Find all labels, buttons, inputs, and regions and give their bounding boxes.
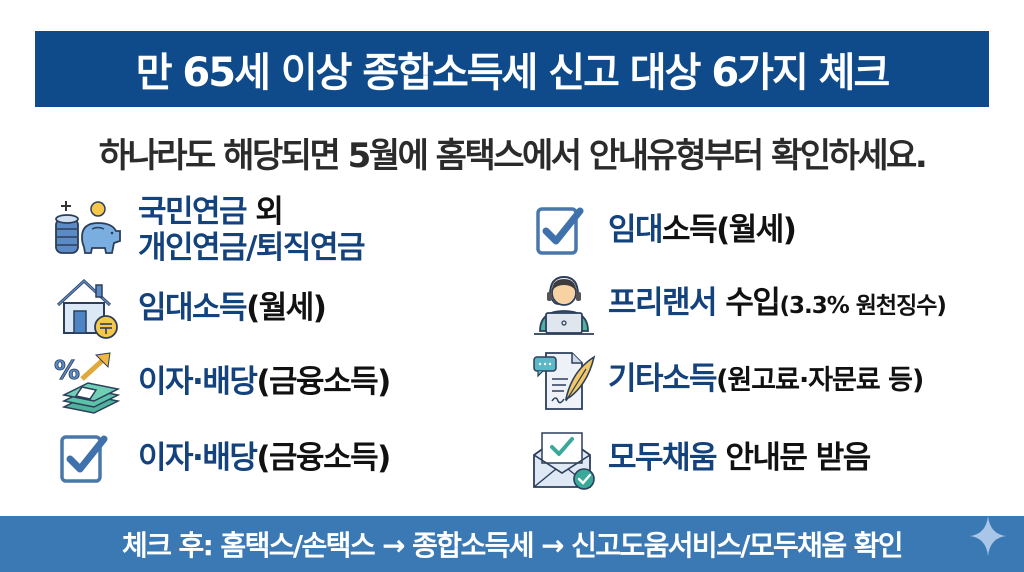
- svg-text:%: %: [54, 356, 80, 386]
- item-label: 이자·배당(금융소득): [138, 440, 391, 476]
- item-label: 기타소득(원고료·자문료 등): [608, 361, 924, 399]
- list-item-pension: 국민연금 외 개인연금/퇴직연금: [48, 194, 365, 266]
- list-item-freelancer: 프리랜서 수입(3.3% 원천징수): [524, 268, 947, 340]
- sparkle-icon: [970, 516, 1006, 556]
- label-blue: 임대: [608, 212, 664, 248]
- item-label: 임대소득(월세): [608, 212, 797, 248]
- document-quill-icon: [524, 344, 604, 416]
- item-label-line1: 국민연금 외: [138, 194, 364, 230]
- label-black: (원고료·자문료 등): [716, 365, 924, 396]
- label-note: (3.3% 원천징수): [779, 292, 946, 319]
- label-black: 소득(월세): [662, 212, 797, 248]
- label-blue: 임대소득: [138, 290, 248, 326]
- label-black: (금융소득): [256, 440, 391, 476]
- list-item-interest-dividend: % 이자·배당(금융소득): [48, 346, 391, 418]
- envelope-check-icon: [524, 422, 604, 494]
- pension-savings-icon: [48, 194, 128, 266]
- list-item-other-income: 기타소득(원고료·자문료 등): [524, 344, 924, 416]
- item-label: 프리랜서 수입(3.3% 원천징수): [608, 284, 947, 324]
- label-black: (금융소득): [256, 364, 391, 400]
- footer-instructions: 체크 후: 홈택스/손택스 → 종합소득세 → 신고도움서비스/모두채움 확인: [122, 529, 904, 562]
- label-blue: 국민연금: [138, 194, 248, 230]
- checkbox-icon[interactable]: [48, 422, 128, 494]
- label-blue: 모두채움: [608, 440, 718, 476]
- list-item-rent-income: 임대소득(월세): [48, 272, 327, 344]
- interest-dividend-icon: %: [48, 346, 128, 418]
- list-item-interest-dividend-check: 이자·배당(금융소득): [48, 422, 391, 494]
- label-blue: 이자·배당: [138, 440, 258, 476]
- label-blue: 기타소득: [608, 361, 718, 397]
- item-label: 이자·배당(금융소득): [138, 364, 391, 400]
- house-rent-icon: [48, 272, 128, 344]
- page-title: 만 65세 이상 종합소득세 신고 대상 6가지 체크: [135, 50, 891, 96]
- label-blue: 이자·배당: [138, 364, 258, 400]
- subtitle: 하나라도 해당되면 5월에 홈택스에서 안내유형부터 확인하세요.: [98, 136, 928, 176]
- item-label: 임대소득(월세): [138, 290, 327, 326]
- label-black: 안내문 받음: [716, 440, 871, 476]
- checkbox-icon[interactable]: [524, 194, 604, 266]
- title-banner: 만 65세 이상 종합소득세 신고 대상 6가지 체크: [35, 31, 989, 107]
- freelancer-icon: [524, 268, 604, 340]
- label-black: 수입: [716, 284, 781, 321]
- label-blue: 프리랜서: [608, 284, 718, 321]
- label-black: (월세): [246, 290, 327, 326]
- label-black: 외: [246, 194, 284, 230]
- item-label: 모두채움 안내문 받음: [608, 440, 871, 476]
- item-label-line2: 개인연금/퇴직연금: [138, 230, 365, 266]
- list-item-rent-income-right: 임대소득(월세): [524, 194, 797, 266]
- list-item-modu-chaeum: 모두채움 안내문 받음: [524, 422, 871, 494]
- footer-banner: 체크 후: 홈택스/손택스 → 종합소득세 → 신고도움서비스/모두채움 확인: [0, 516, 1024, 572]
